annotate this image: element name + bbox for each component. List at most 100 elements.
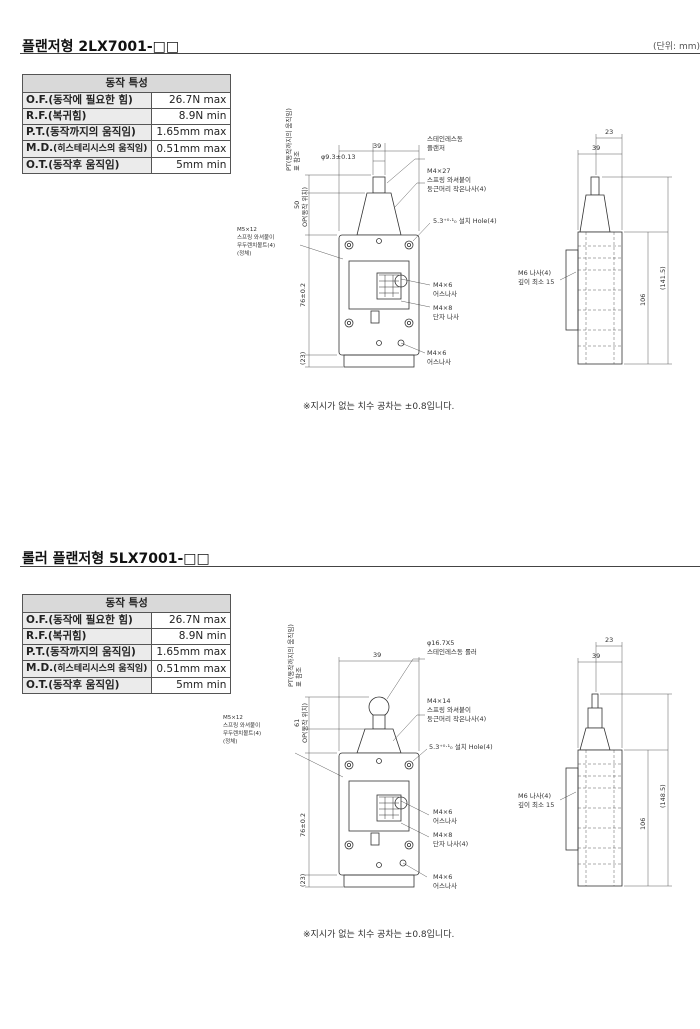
- operating-characteristics-table: 동작 특성 O.F.(동작에 필요한 힘) 26.7N max R.F.(복귀힘)…: [21, 74, 232, 174]
- height-23-label: (23): [299, 352, 307, 365]
- m5-label-4: (정체): [223, 737, 237, 745]
- table-header: 동작 특성: [21, 74, 232, 93]
- earth-screw-label-1: M4×6: [433, 808, 452, 816]
- row-desc: (동작후 움직임): [48, 159, 120, 171]
- section-rule: [20, 53, 700, 54]
- plunger-label-1: 스테인레스동: [427, 134, 463, 143]
- row-desc: (동작후 움직임): [48, 679, 120, 691]
- pt-label: PT(동작까지의 움직임): [284, 108, 293, 171]
- section-title: 플랜저형 2LX7001-□□: [22, 39, 180, 55]
- op-value: 61: [293, 719, 301, 727]
- row-key: O.F.: [26, 614, 49, 626]
- row-desc: (히스테리시스의 움직임): [53, 664, 148, 674]
- side-width-39-label: 39: [592, 144, 600, 152]
- roller-label-2: 스테인레스동 롤러: [427, 647, 477, 656]
- m5-label-1: M5×12: [237, 227, 257, 233]
- height-76-label: 76±0.2: [299, 283, 307, 307]
- screw-label-1: M4×14: [427, 697, 450, 705]
- screw-label-3: 둥근머리 작은나사(4): [427, 714, 486, 723]
- terminal-screw-label-2: 단자 나사(4): [433, 839, 468, 848]
- side-height-total-label: (141.5): [659, 266, 667, 290]
- m5-label-2: 스프링 와셔붙이: [223, 721, 260, 729]
- table-row: O.T.(동작후 움직임) 5mm min: [21, 677, 232, 694]
- pt-label: PT(동작까지의 움직임): [286, 624, 295, 687]
- side-view-drawing: 23 39 M6 나사(4) 깊이 최소 15 106 (141.5): [518, 128, 672, 365]
- terminal-screw-label-1: M4×8: [433, 304, 452, 312]
- table-row: O.F.(동작에 필요한 힘) 26.7N max: [21, 92, 232, 109]
- row-desc: (동작에 필요한 힘): [48, 94, 133, 106]
- row-key: O.T.: [26, 679, 49, 691]
- row-value: 5mm min: [151, 157, 232, 174]
- side-height-106-label: 106: [639, 294, 647, 306]
- table-row: M.D.(히스테리시스의 움직임)0.51mm max: [21, 140, 232, 158]
- m6-label-2: 깊이 최소 15: [518, 277, 554, 286]
- section-rule: [20, 566, 700, 567]
- op-value: 50: [293, 201, 301, 209]
- m5-label-2: 스프링 와셔붙이: [237, 233, 274, 241]
- plunger-label-2: 플랜저: [427, 143, 445, 152]
- side-height-106-label: 106: [639, 818, 647, 830]
- row-desc: (복귀힘): [47, 630, 87, 642]
- row-desc: (복귀힘): [47, 110, 87, 122]
- side-width-39-label: 39: [592, 652, 600, 660]
- row-desc: (동작까지의 움직임): [45, 126, 136, 138]
- earth-screw-label-2: 어스나사: [433, 289, 457, 298]
- hole-label: 5.3⁺⁰·¹₀ 설치 Hole(4): [429, 742, 493, 751]
- m5-label-1: M5×12: [223, 715, 243, 721]
- side-view-drawing: 23 39 M6 나사(4) 깊이 최소 15 106 (148.5): [518, 636, 672, 887]
- m6-label-1: M6 나사(4): [518, 791, 551, 800]
- row-desc: (동작까지의 움직임): [45, 646, 136, 658]
- row-key: O.F.: [26, 94, 49, 106]
- front-view-drawing: PT(동작까지의 움직임) 표 참조 50 OP(동작 위치) 76±0.2 (…: [237, 108, 497, 368]
- width-39-label: 39: [373, 651, 381, 659]
- m6-label-1: M6 나사(4): [518, 268, 551, 277]
- screw-label-2: 스프링 와셔붙이: [427, 175, 471, 184]
- unit-label: (단위: mm): [652, 42, 700, 52]
- m6-label-2: 깊이 최소 15: [518, 800, 554, 809]
- section-title: 롤러 플랜저형 5LX7001-□□: [22, 551, 210, 567]
- width-39-label: 39: [373, 142, 381, 150]
- side-width-23-label: 23: [605, 636, 613, 644]
- row-value: 1.65mm max: [151, 644, 232, 661]
- row-key: M.D.: [26, 142, 54, 154]
- front-view-drawing: PT(동작까지의 움직임) 표 참조 61 OP(동작 위치) 76±0.2 (…: [223, 624, 493, 890]
- m5-label-3: 무두렌치볼트(4): [223, 729, 261, 737]
- op-label: OP(동작 위치): [300, 703, 309, 743]
- row-desc: (동작에 필요한 힘): [48, 614, 133, 626]
- bottom-screw-label-1: M4×6: [427, 349, 446, 357]
- tolerance-note: ※지시가 없는 치수 공차는 ±0.8입니다.: [303, 930, 455, 940]
- ref-label: 표 참조: [295, 667, 303, 687]
- row-value: 26.7N max: [151, 92, 232, 109]
- table-row: M.D.(히스테리시스의 움직임)0.51mm max: [21, 660, 232, 678]
- row-key: R.F.: [26, 110, 48, 122]
- tolerance-note: ※지시가 없는 치수 공차는 ±0.8입니다.: [303, 402, 455, 412]
- row-key: O.T.: [26, 159, 49, 171]
- operating-characteristics-table: 동작 특성 O.F.(동작에 필요한 힘)26.7N max R.F.(복귀힘)…: [21, 594, 232, 694]
- row-key: M.D.: [26, 662, 54, 674]
- screw-label-3: 둥근머리 작은나사(4): [427, 184, 486, 193]
- table-row: P.T.(동작까지의 움직임) 1.65mm max: [21, 124, 232, 141]
- op-label: OP(동작 위치): [300, 187, 309, 227]
- screw-label-1: M4×27: [427, 167, 450, 175]
- m5-label-3: 무두렌치볼트(4): [237, 241, 275, 249]
- table-row: O.T.(동작후 움직임) 5mm min: [21, 157, 232, 174]
- height-76-label: 76±0.2: [299, 813, 307, 837]
- row-key: P.T.: [26, 126, 46, 138]
- diameter-label: φ9.3±0.13: [321, 153, 356, 161]
- row-value: 5mm min: [151, 677, 232, 694]
- bottom-screw-label-2: 어스나사: [427, 357, 451, 366]
- bottom-screw-label-1: M4×6: [433, 873, 452, 881]
- ref-label: 표 참조: [293, 151, 301, 171]
- table-row: R.F.(복귀힘)8.9N min: [21, 628, 232, 645]
- row-value: 1.65mm max: [151, 124, 232, 141]
- terminal-screw-label-2: 단자 나사: [433, 312, 459, 321]
- table-row: R.F.(복귀힘) 8.9N min: [21, 108, 232, 125]
- hole-label: 5.3⁺⁰·¹₀ 설치 Hole(4): [433, 216, 497, 225]
- m5-label-4: (정체): [237, 249, 251, 257]
- row-key: R.F.: [26, 630, 48, 642]
- row-value: 8.9N min: [151, 108, 232, 125]
- row-value: 0.51mm max: [151, 140, 232, 158]
- screw-label-2: 스프링 와셔붙이: [427, 705, 471, 714]
- height-23-label: (23): [299, 874, 307, 887]
- table-row: O.F.(동작에 필요한 힘)26.7N max: [21, 612, 232, 629]
